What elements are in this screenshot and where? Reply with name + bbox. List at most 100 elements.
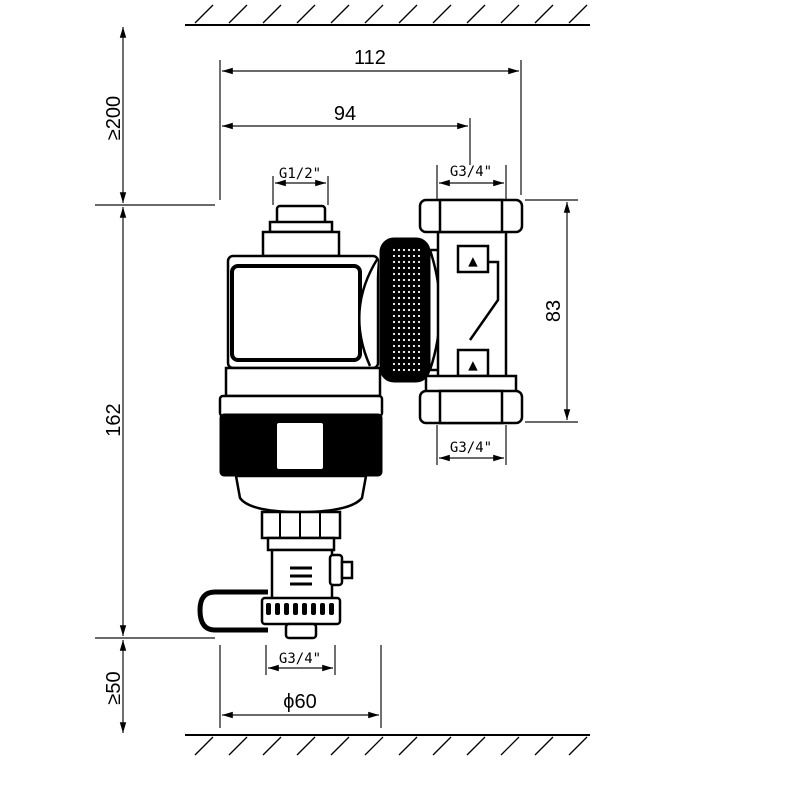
top-wall (185, 4, 590, 26)
hatch-line (466, 4, 486, 24)
magnet-dot (402, 296, 406, 300)
magnet-dot (412, 344, 416, 348)
magnet-dot (412, 350, 416, 354)
hatch-line (330, 736, 350, 756)
hatch-line (296, 4, 316, 24)
magnet-dot (407, 326, 411, 330)
magnet-dot (392, 314, 396, 318)
magnet-dot (417, 266, 421, 270)
magnet-dot (397, 338, 401, 342)
magnet-dot (402, 326, 406, 330)
magnet-dot (407, 272, 411, 276)
magnet-dot (412, 296, 416, 300)
hatch-line (228, 736, 248, 756)
magnet-dot (407, 332, 411, 336)
hatch-line (398, 736, 418, 756)
magnet-dot (397, 332, 401, 336)
magnet-dot (397, 272, 401, 276)
magnet-dot (397, 368, 401, 372)
magnet-dot (407, 254, 411, 258)
magnet-dot (397, 356, 401, 360)
hatch-line (194, 4, 214, 24)
magnet-dot (392, 272, 396, 276)
magnet-dot (392, 350, 396, 354)
side-connection-top-label: G3/4" (450, 164, 492, 180)
magnet-dot (417, 320, 421, 324)
magnet-dot (397, 260, 401, 264)
magnet-dot (417, 368, 421, 372)
magnet-dot (392, 284, 396, 288)
hatch-line (466, 736, 486, 756)
hatch-line (228, 4, 248, 24)
magnet-dot (412, 314, 416, 318)
magnet-dot (417, 338, 421, 342)
magnet-dot (412, 356, 416, 360)
magnet-dot (392, 320, 396, 324)
magnet-dot (402, 302, 406, 306)
magnet-dot (402, 278, 406, 282)
magnet-dot (407, 284, 411, 288)
magnet-dot (397, 284, 401, 288)
hatch-line (330, 4, 350, 24)
magnet-dot (417, 254, 421, 258)
grip-tooth (320, 603, 325, 615)
magnet-dot (392, 266, 396, 270)
magnet-dot (412, 248, 416, 252)
magnet-dot (392, 362, 396, 366)
magnet-dot (392, 302, 396, 306)
magnet-dot (407, 344, 411, 348)
magnet-dot (412, 326, 416, 330)
magnet-dot (402, 248, 406, 252)
magnet-dot (407, 248, 411, 252)
body-height-label: 162 (103, 403, 125, 436)
magnet-dot (412, 338, 416, 342)
magnet-dot (417, 356, 421, 360)
magnet-dot (397, 362, 401, 366)
hatch-line (432, 736, 452, 756)
magnet-dot (397, 278, 401, 282)
hatch-line (296, 736, 316, 756)
hatch-line (262, 736, 282, 756)
flow-arrow-icon: ▲ (468, 251, 478, 270)
magnet-dot (392, 332, 396, 336)
magnet-dot (402, 362, 406, 366)
magnet-dot (392, 356, 396, 360)
magnet-dot (392, 278, 396, 282)
magnet-dot (392, 368, 396, 372)
magnet-dot (397, 308, 401, 312)
hatch-line (364, 736, 384, 756)
bottom-clearance-label: ≥50 (103, 671, 125, 704)
magnet-dot (412, 290, 416, 294)
magnet-dot (417, 332, 421, 336)
magnet-dot (402, 368, 406, 372)
hatch-line (568, 736, 588, 756)
magnet-dot (407, 356, 411, 360)
magnet-dot (417, 260, 421, 264)
magnet-dot (412, 308, 416, 312)
flow-arrow-icon: ▲ (468, 355, 478, 374)
magnet-dot (407, 350, 411, 354)
magnet-dot (407, 278, 411, 282)
magnet-dot (402, 350, 406, 354)
magnet-dot (417, 290, 421, 294)
grip-tooth (311, 603, 316, 615)
magnet-dot (407, 266, 411, 270)
magnet-dot (412, 320, 416, 324)
magnet-dot (412, 368, 416, 372)
magnet-dot (397, 248, 401, 252)
magnet-dot (402, 344, 406, 348)
magnet-dot (402, 320, 406, 324)
magnet-dot (392, 260, 396, 264)
magnet-dot (397, 266, 401, 270)
magnet-dot (397, 290, 401, 294)
magnet-dot (402, 308, 406, 312)
magnet-dot (407, 296, 411, 300)
magnet-dot (407, 260, 411, 264)
hatch-line (534, 4, 554, 24)
magnet-dot (412, 260, 416, 264)
bottom-dimensions (219, 645, 382, 728)
magnet-dot (402, 284, 406, 288)
hatch-line (364, 4, 384, 24)
overall-width-label: 112 (354, 47, 386, 69)
magnet-dot (417, 284, 421, 288)
